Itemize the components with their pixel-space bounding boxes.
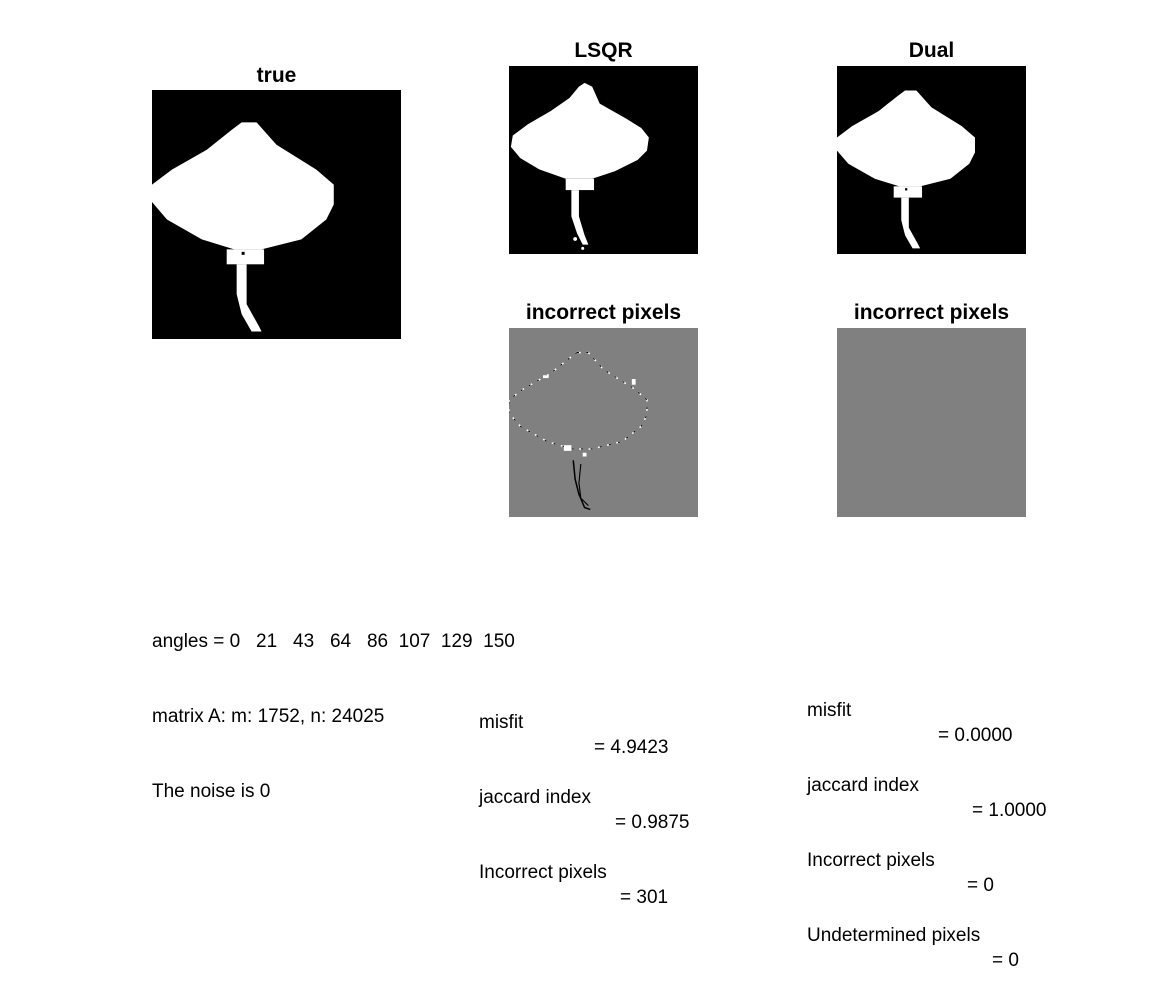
dual-error-image xyxy=(837,328,1026,517)
dual-stats: misfit = 0.0000 jaccard index = 1.0000 I… xyxy=(807,623,1087,971)
true-image xyxy=(152,90,401,339)
dual-misfit-label: misfit xyxy=(807,700,852,721)
dual-misfit-row: misfit = 0.0000 xyxy=(807,673,1087,746)
dual-incorrect-value: = 0 xyxy=(967,875,994,896)
true-image-title: true xyxy=(256,64,297,87)
angles-text: angles = 0 21 43 64 86 107 129 150 xyxy=(152,631,515,652)
dual-undetermined-value: = 0 xyxy=(992,950,1019,971)
dual-jaccard-row: jaccard index = 1.0000 xyxy=(807,748,1087,821)
lsqr-error-image xyxy=(509,328,698,517)
noise-text: The noise is 0 xyxy=(152,781,271,802)
stingray-true-shape xyxy=(152,122,334,332)
lsqr-jaccard-value: = 0.9875 xyxy=(615,812,690,833)
lsqr-jaccard-row: jaccard index = 0.9875 xyxy=(479,760,739,833)
lsqr-misfit-value: = 4.9423 xyxy=(594,737,669,758)
dual-image-title: Dual xyxy=(908,39,955,62)
lsqr-misfit-row: misfit = 4.9423 xyxy=(479,685,739,758)
stingray-dual-shape xyxy=(837,90,975,249)
dual-image xyxy=(837,66,1026,254)
lsqr-misfit-label: misfit xyxy=(479,712,524,733)
lsqr-image-title: LSQR xyxy=(574,39,633,62)
dual-undetermined-label: Undetermined pixels xyxy=(807,925,981,946)
problem-info: angles = 0 21 43 64 86 107 129 150 matri… xyxy=(152,579,515,829)
lsqr-jaccard-label: jaccard index xyxy=(479,787,591,808)
lsqr-incorrect-row: Incorrect pixels = 301 xyxy=(479,835,739,908)
dual-jaccard-value: = 1.0000 xyxy=(972,800,1047,821)
dual-undetermined-row: Undetermined pixels = 0 xyxy=(807,898,1087,971)
lsqr-incorrect-label: Incorrect pixels xyxy=(479,862,607,883)
dual-incorrect-row: Incorrect pixels = 0 xyxy=(807,823,1087,896)
matrix-text: matrix A: m: 1752, n: 24025 xyxy=(152,706,385,727)
dual-jaccard-label: jaccard index xyxy=(807,775,919,796)
lsqr-error-outline xyxy=(509,351,648,511)
lsqr-incorrect-value: = 301 xyxy=(620,887,669,908)
lsqr-image xyxy=(509,66,698,254)
dual-error-title: incorrect pixels xyxy=(853,301,1010,324)
dual-misfit-value: = 0.0000 xyxy=(938,725,1013,746)
lsqr-stats: misfit = 4.9423 jaccard index = 0.9875 I… xyxy=(479,635,739,908)
lsqr-error-title: incorrect pixels xyxy=(525,301,682,324)
stingray-lsqr-shape xyxy=(510,82,649,250)
dual-incorrect-label: Incorrect pixels xyxy=(807,850,935,871)
